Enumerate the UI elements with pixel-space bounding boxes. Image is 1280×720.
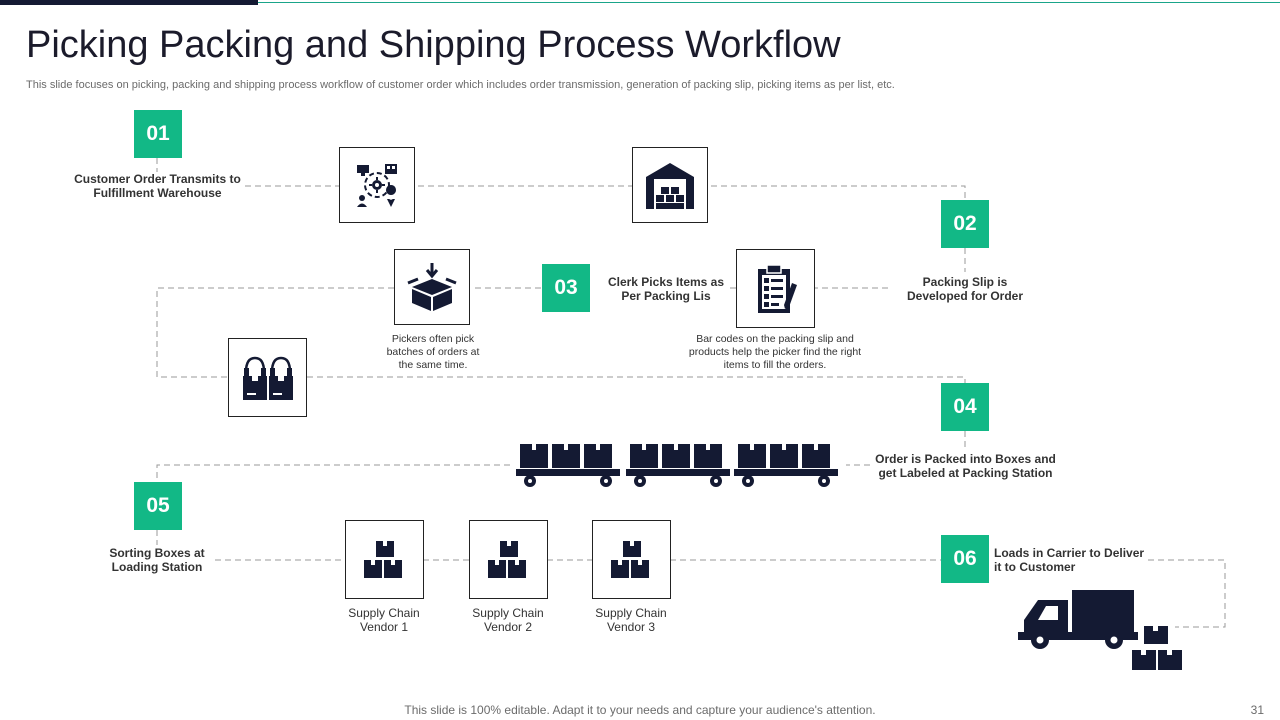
vendor-3-label: Supply Chain Vendor 3 <box>595 606 667 634</box>
footer-note: This slide is 100% editable. Adapt it to… <box>404 703 876 717</box>
step-badge-06: 06 <box>941 535 989 583</box>
order-network-icon <box>339 147 415 223</box>
step-label-06: Loads in Carrier to Deliver it to Custom… <box>994 546 1145 574</box>
support-boxes-icon <box>228 338 307 417</box>
barcodes-note: Bar codes on the packing slip and produc… <box>688 333 862 371</box>
page-subtitle: This slide focuses on picking, packing a… <box>26 79 895 91</box>
warehouse-icon <box>632 147 708 223</box>
step-badge-01: 01 <box>134 110 182 158</box>
vendor-1-stacked-boxes-icon <box>345 520 424 599</box>
delivery-truck-icon <box>1018 590 1182 670</box>
open-box-icon <box>394 249 470 325</box>
step-badge-03: 03 <box>542 264 590 312</box>
conveyor-carts-icon <box>516 444 838 487</box>
step-label-03: Clerk Picks Items as Per Packing Lis <box>607 275 725 303</box>
pickers-note: Pickers often pick batches of orders at … <box>386 333 480 371</box>
step-label-04: Order is Packed into Boxes and get Label… <box>875 452 1056 480</box>
vendor-2-stacked-boxes-icon <box>469 520 548 599</box>
clipboard-checklist-icon <box>736 249 815 328</box>
step-label-01: Customer Order Transmits to Fulfillment … <box>74 172 241 200</box>
vendor-1-label: Supply Chain Vendor 1 <box>348 606 420 634</box>
top-accent-line <box>258 2 1280 3</box>
vendor-3-stacked-boxes-icon <box>592 520 671 599</box>
page-number: 31 <box>1250 703 1264 717</box>
page-title: Picking Packing and Shipping Process Wor… <box>26 24 841 66</box>
vendor-2-label: Supply Chain Vendor 2 <box>472 606 544 634</box>
step-badge-05: 05 <box>134 482 182 530</box>
step-badge-04: 04 <box>941 383 989 431</box>
top-accent-bar <box>0 0 258 5</box>
step-label-02: Packing Slip is Developed for Order <box>906 275 1024 303</box>
step-badge-02: 02 <box>941 200 989 248</box>
step-label-05: Sorting Boxes at Loading Station <box>109 546 205 574</box>
